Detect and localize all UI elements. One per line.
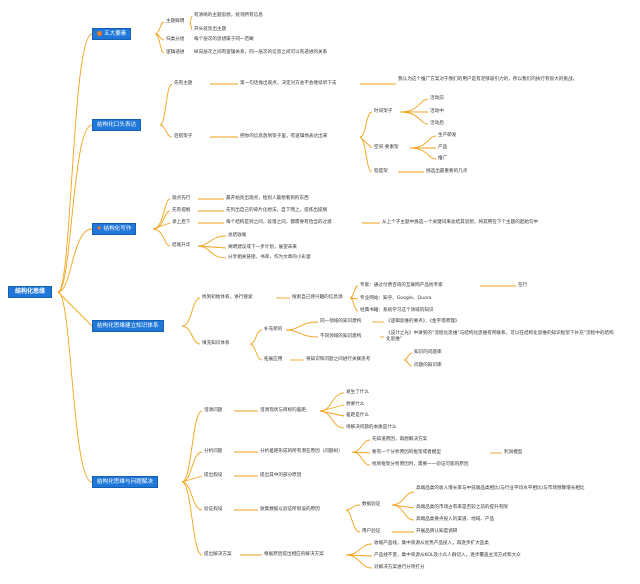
topic-node: 提出其中的部分原因 [260, 473, 302, 478]
topic-node: 专业网站：知乎、Google、Quora [360, 296, 432, 301]
topic-node: 产品线不变，集中资源从KOL及小众人群切入，逐步覆盖主流方式和大众 [374, 553, 521, 558]
topic-node: 要有一个分析原因的框架或者模型 [372, 450, 441, 455]
topic-node: 最开始亮出观点，给别人最想看到的东西 [226, 196, 309, 201]
branch-structured-writing[interactable]: ♥结构化写作 [92, 223, 137, 235]
topic-node: 澄清问题 [204, 408, 223, 413]
topic-node: 程度架 [374, 169, 388, 174]
topic-node: 把你的信息放到架子里，有逻辑地表达出来 [240, 134, 328, 139]
topic-node: 第一句话抛出观点，决定对方会不会继续听下去 [240, 81, 337, 86]
topic-node: 经典书籍：系统学习这个领域的知识 [360, 308, 434, 313]
topic-node: 专家：通过付费咨询的互联网产品找专家 [360, 283, 443, 288]
topic-node: 每个结构是到之间，段落之间，都需要有恰当的过渡 [226, 220, 332, 225]
topic-node: 拓展应用 [264, 357, 283, 362]
branch-oral-expression[interactable]: 结构化口头表达 [92, 119, 142, 131]
topic-node: 分享相关链接、书单，作为文章的小彩蛋 [228, 255, 311, 260]
topic-node: 对解决方案进行分项打分 [374, 565, 425, 570]
topic-node: 先有提纲 [172, 208, 191, 213]
topic-node: 我认为这个推广方案对于我们的用户是有足够吸引力的，所以我们的执行有很大的挑战。 [398, 77, 578, 82]
topic-node: 搜索自己感兴趣的信息源 [292, 295, 343, 300]
topic-node: 开头就亮出主题 [194, 27, 227, 32]
heart-icon: ♥ [97, 226, 102, 232]
topic-node: 验证假设 [204, 507, 223, 512]
topic-node: 高端品类要点投入的渠道、地域、产品 [416, 517, 495, 522]
topic-node: 逻辑递进 [166, 50, 185, 55]
topic-node: 阐明建议或下一步计划，展望未来 [228, 245, 297, 250]
topic-node: 填充知识体系 [202, 341, 230, 346]
topic-node: 时间架子 [374, 109, 393, 114]
topic-node: 从上个子主题中挑选一个关键词来总结其思想，将其用在下个主题的起始句中 [382, 220, 539, 225]
topic-node: 差距是什么 [346, 413, 369, 418]
orange-circle-icon [97, 31, 102, 36]
topic-node: 利润模型 [504, 450, 523, 455]
topic-node: 先有主题 [174, 81, 193, 86]
branch-label: 结构化写作 [103, 226, 132, 232]
branch-knowledge-system[interactable]: 结构化思维建立知识体系 [92, 320, 164, 332]
topic-node: 数据验证 [362, 502, 381, 507]
topic-node: 发生了什么 [346, 390, 369, 395]
topic-node: 产品 [438, 145, 448, 150]
topic-node: 澄清现状与目标的差距 [260, 408, 306, 413]
topic-node: 后搭架子 [174, 134, 193, 139]
topic-node: 收集数据以验证所假设的原因 [260, 507, 320, 512]
topic-node: 根据原因提出相应的解决方案 [264, 552, 324, 557]
topic-node: 总结收尾 [228, 233, 247, 238]
topic-node: 分析差距形成的所有潜在原因（问题树） [260, 449, 343, 454]
topic-node: 每个层次的思想属于同一范畴 [194, 37, 254, 42]
topic-node: 归类分组 [166, 37, 185, 42]
topic-node: 分析问题 [204, 449, 223, 454]
root-node[interactable]: 结构化思维 [8, 286, 53, 298]
topic-node: 高端品类的收入增长率与中低端品类相比/与行业平均水平相比/与市场预算增长相比 [416, 486, 585, 491]
topic-node: 不同领域的知识建构 [320, 334, 362, 339]
topic-node: 收缩产品线，集中资源从优势产品投入，再逐步扩大品类 [374, 541, 489, 546]
topic-node: 结尾升华 [172, 243, 191, 248]
topic-node: 待解决问题的本质是什么 [346, 425, 397, 430]
topic-node: 承上启下 [172, 220, 191, 225]
topic-node: 有清晰的主题思想，统领所有信息 [194, 13, 263, 18]
topic-node: 挑选出最重要的几点 [426, 169, 468, 174]
topic-node: 活动前 [430, 96, 444, 101]
topic-node: 主题鲜明 [166, 19, 185, 24]
topic-node: 开展品牌认知度调研 [416, 529, 458, 534]
topic-node: 在行 [518, 283, 528, 288]
topic-node: 提出解决方案 [204, 552, 232, 557]
topic-node: 先知道原因，再想解决方案 [372, 437, 428, 442]
topic-node: 纵向层次之间有逻辑关系，同一层次的信息之间可以有递进的关系 [194, 50, 328, 55]
topic-node: 先列出自己的碎片化想法，自下而上，提炼出提纲 [226, 208, 328, 213]
branch-five-elements[interactable]: 五大要素 [92, 28, 132, 40]
topic-node: 找到框架分析原因时，需要一一验证可能的原因 [372, 462, 469, 467]
topic-node: 推广 [438, 156, 448, 161]
topic-node: 观点先行 [172, 196, 191, 201]
topic-node: 同一领域的知识建构 [320, 319, 362, 324]
topic-node: 活动中 [430, 109, 444, 114]
topic-node: 空间-要素架 [374, 145, 399, 150]
topic-node: 生产研发 [438, 133, 457, 138]
topic-node: 《设计之光》中讲到的“流程化思维”与结构化思维有所联系，可以在结构化思维的知识框… [386, 331, 614, 342]
topic-node: 提出假设 [204, 473, 223, 478]
topic-node: 将知识和问题之间进行关联思考 [306, 357, 371, 362]
topic-node: 问题的知识库 [414, 363, 442, 368]
topic-node: 知识的问题库 [414, 350, 442, 355]
topic-node: 想要什么 [346, 402, 365, 407]
topic-node: 高端品类的市场占有率是否较之前的提升有限 [416, 505, 508, 510]
topic-node: 补充新的 [264, 327, 283, 332]
branch-label: 五大要素 [104, 31, 127, 37]
topic-node: 活动后 [430, 121, 444, 126]
topic-node: 找到初始体系，进行搜索 [202, 295, 253, 300]
topic-node: 用户验证 [362, 529, 381, 534]
topic-node: 《逻辑思维的要点》、《金字塔原理》 [386, 319, 460, 324]
branch-problem-solving[interactable]: 结构化思维与问题解决 [92, 476, 158, 488]
